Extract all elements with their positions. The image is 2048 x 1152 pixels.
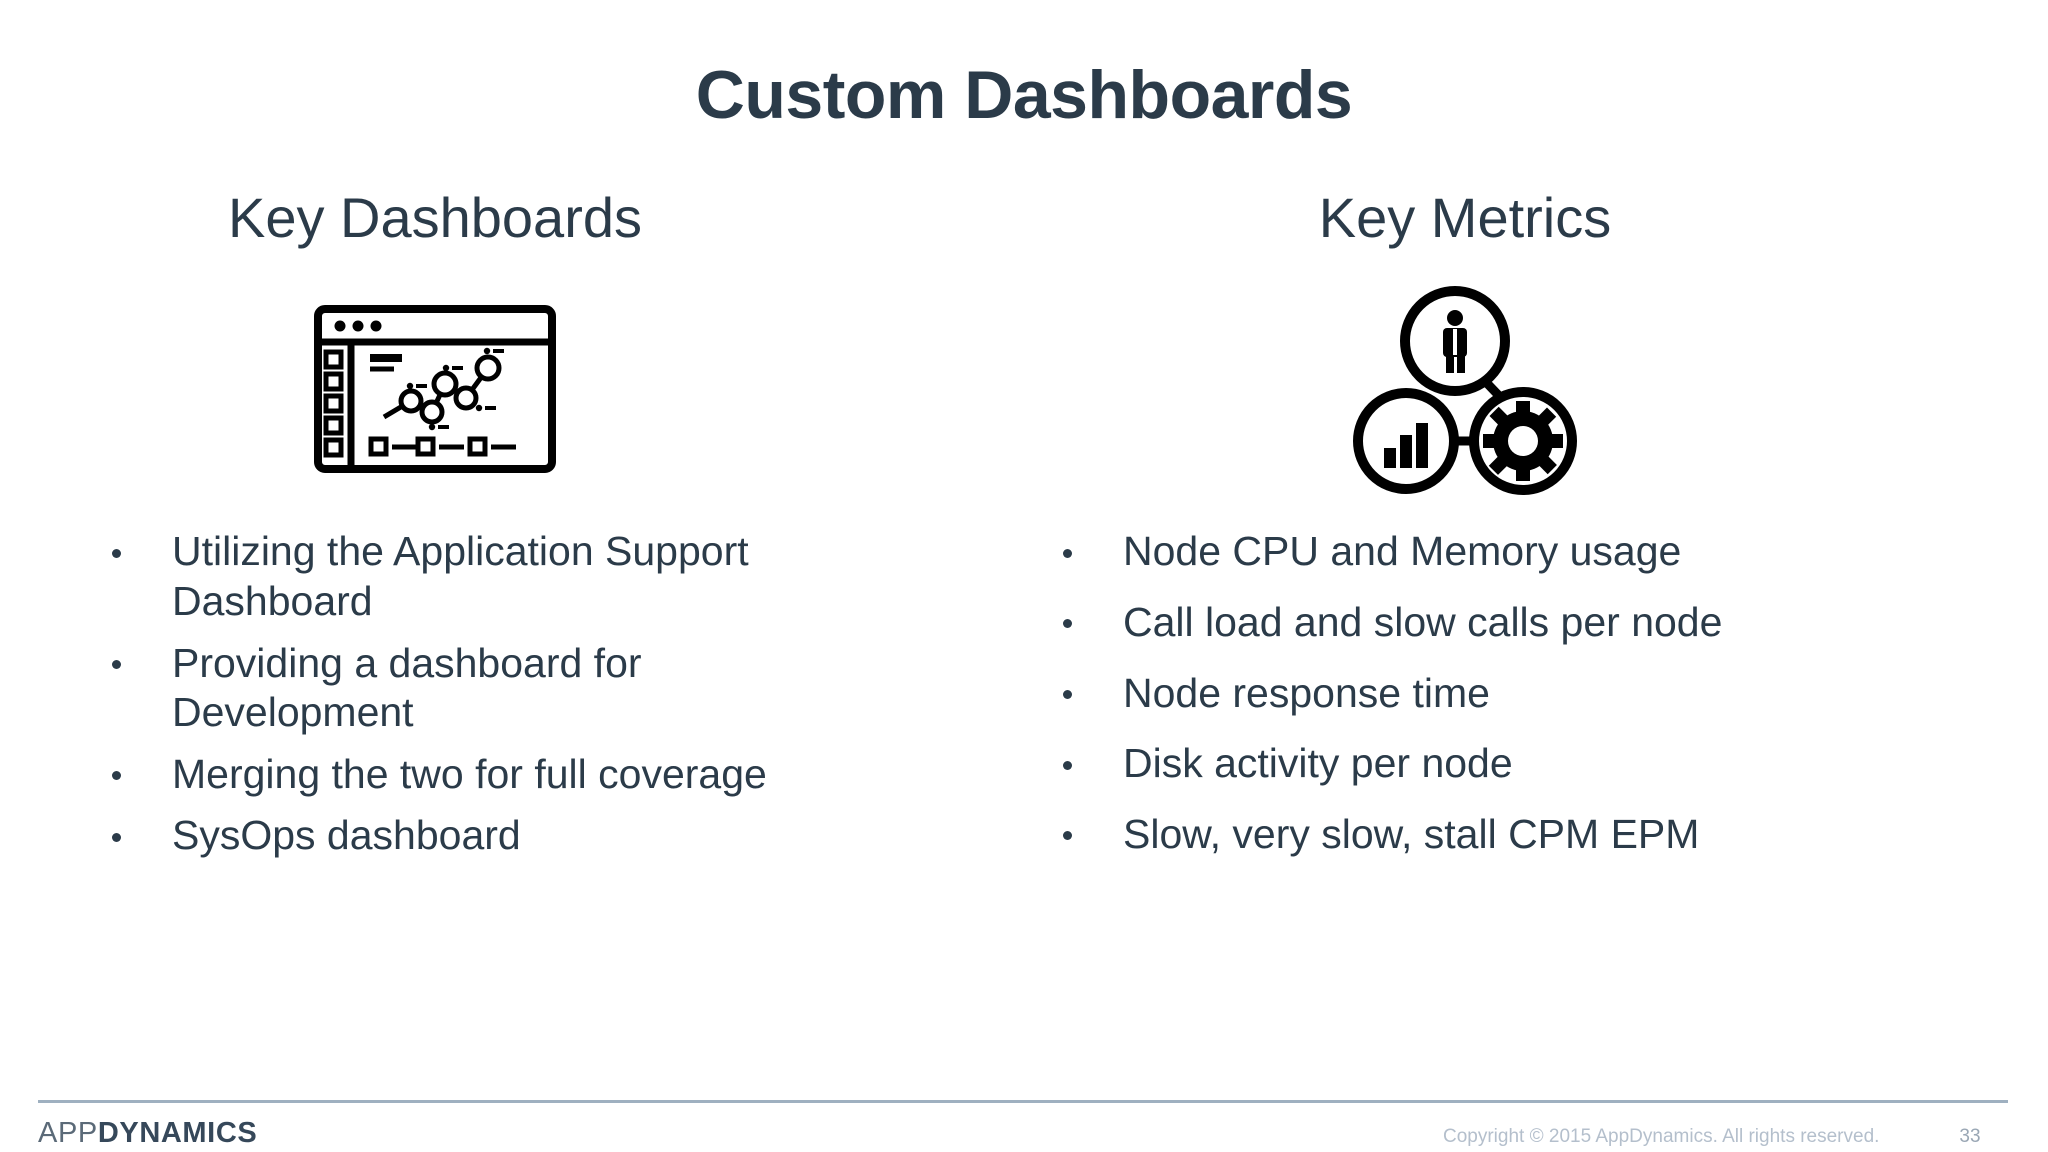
- metrics-network-icon: [1351, 283, 1579, 500]
- column-heading-key-dashboards: Key Dashboards: [227, 186, 642, 249]
- list-item: Call load and slow calls per node: [1041, 598, 1923, 648]
- page-title: Custom Dashboards: [695, 57, 1353, 133]
- bullet-dot-icon: [1063, 831, 1072, 841]
- column-heading-key-metrics: Key Metrics: [1318, 186, 1612, 249]
- list-item-label: Node response time: [1123, 669, 1490, 716]
- list-item-label: Call load and slow calls per node: [1123, 599, 1723, 645]
- list-item-label: Providing a dashboard for Development: [172, 639, 642, 736]
- gear-icon: [1483, 401, 1563, 482]
- list-item: Node CPU and Memory usage: [1041, 527, 1923, 577]
- bullet-dot-icon: [112, 659, 121, 669]
- icon-area-key-dashboards: [40, 284, 1000, 499]
- bullet-list-key-metrics: Node CPU and Memory usage Call load and …: [1040, 527, 2000, 859]
- slide-footer: APPDYNAMICS Copyright © 2015 AppDynamics…: [0, 1103, 2048, 1152]
- list-item: Utilizing the Application Support Dashbo…: [90, 527, 772, 626]
- list-item: Disk activity per node: [1041, 739, 1923, 789]
- list-item-label: Merging the two for full coverage: [172, 750, 767, 797]
- bullet-dot-icon: [112, 548, 121, 558]
- bullet-list-key-dashboards: Utilizing the Application Support Dashbo…: [40, 527, 1000, 861]
- list-item-label: SysOps dashboard: [172, 812, 521, 859]
- list-item: Slow, very slow, stall CPM EPM: [1041, 810, 1923, 860]
- copyright-text: Copyright © 2015 AppDynamics. All rights…: [1443, 1126, 1880, 1147]
- bar-chart-icon: [1384, 423, 1428, 469]
- list-item: Node response time: [1041, 669, 1923, 719]
- list-item: SysOps dashboard: [90, 811, 772, 861]
- page-number: 33: [1959, 1126, 1981, 1147]
- icon-area-key-metrics: [1040, 284, 2000, 499]
- footer-divider: [38, 1100, 2008, 1103]
- list-item: Merging the two for full coverage: [90, 750, 772, 800]
- bullet-dot-icon: [112, 771, 121, 781]
- list-item-label: Disk activity per node: [1123, 740, 1513, 787]
- person-icon: [1443, 310, 1467, 374]
- list-item-label: Slow, very slow, stall CPM EPM: [1123, 810, 1700, 857]
- bullet-dot-icon: [1063, 619, 1072, 629]
- bullet-dot-icon: [1063, 548, 1072, 558]
- list-item: Providing a dashboard for Development: [90, 639, 772, 738]
- bullet-dot-icon: [1063, 760, 1072, 770]
- bullet-dot-icon: [112, 832, 121, 842]
- appdynamics-logo: APPDYNAMICS: [38, 1117, 257, 1150]
- list-item-label: Utilizing the Application Support Dashbo…: [172, 528, 749, 624]
- column-key-dashboards: Key Dashboards: [40, 186, 1000, 873]
- list-item-label: Node CPU and Memory usage: [1123, 528, 1682, 575]
- column-key-metrics: Key Metrics: [1040, 186, 2000, 880]
- brand-dynamics-text: DYNAMICS: [97, 1117, 258, 1149]
- brand-app-text: APP: [38, 1117, 98, 1149]
- bullet-dot-icon: [1063, 689, 1072, 699]
- dashboard-window-icon: [314, 305, 556, 478]
